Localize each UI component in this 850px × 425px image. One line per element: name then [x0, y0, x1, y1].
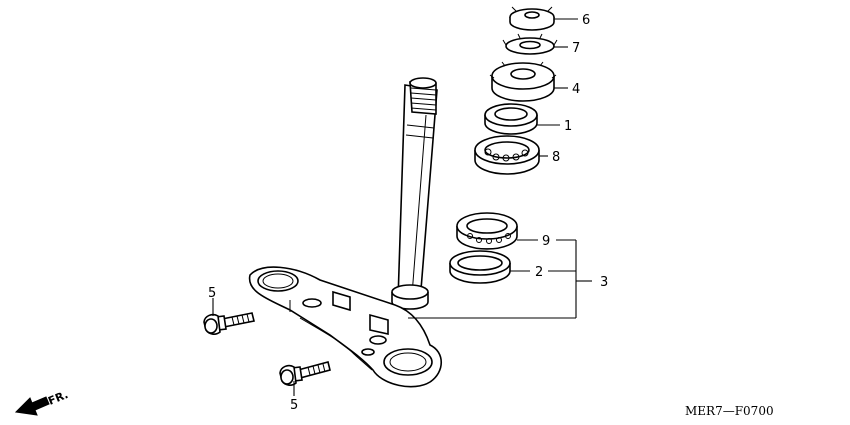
drawing-code: MER7—F0700	[685, 404, 774, 418]
callout-6: 6	[582, 13, 590, 28]
callout-4: 4	[572, 82, 580, 97]
part-1-dust-seal	[484, 103, 538, 135]
part-5-bolt-left	[203, 312, 255, 335]
callout-5-bottom: 5	[290, 398, 298, 413]
callout-2: 2	[535, 265, 543, 280]
part-7-lock-washer	[502, 33, 558, 55]
callout-7: 7	[572, 41, 580, 56]
front-arrow-icon	[14, 396, 50, 416]
part-4-adjusting-nut	[489, 61, 557, 102]
callout-3: 3	[600, 275, 608, 290]
callout-5-left: 5	[208, 286, 216, 301]
part-6-lock-nut	[509, 6, 555, 31]
steering-stem	[248, 77, 443, 388]
leader-lines	[212, 18, 592, 396]
part-5-bolt-bottom	[279, 361, 331, 386]
part-2-lower-dust-seal	[449, 250, 511, 284]
front-direction-indicator: FR.	[14, 388, 70, 416]
callout-1: 1	[564, 119, 572, 134]
callout-8: 8	[552, 150, 560, 165]
part-8-upper-bearing	[474, 135, 540, 175]
part-9-lower-bearing	[456, 212, 518, 250]
front-label: FR.	[46, 388, 70, 408]
callout-9: 9	[542, 234, 550, 249]
